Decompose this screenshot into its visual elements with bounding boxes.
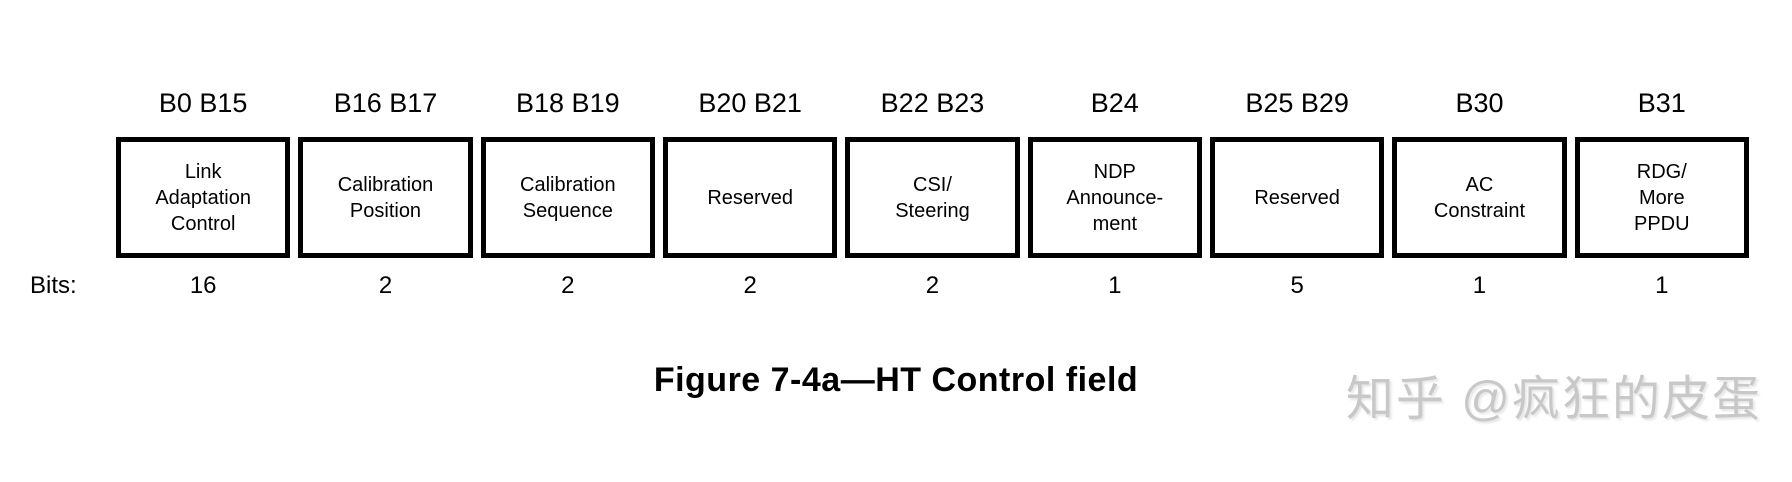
bit-range-label: B25 B29: [1245, 88, 1349, 118]
bit-width-value: 2: [561, 272, 575, 299]
field-name: Reserved: [707, 186, 793, 209]
bit-width-value: 1: [1472, 272, 1487, 299]
bit-range-label: B30: [1455, 88, 1504, 118]
field-column-ac-constraint: B30 AC Constraint 1: [1388, 78, 1570, 300]
field-cell: NDP Announce- ment: [1027, 137, 1202, 258]
field-name: Reserved: [1254, 186, 1340, 209]
field-column-csi-steering: B22 B23 CSI/ Steering 2: [841, 78, 1023, 300]
bit-range-label: B20 B21: [698, 88, 802, 118]
bit-width-value: 1: [1108, 272, 1122, 299]
field-column-reserved-1: B20 B21 Reserved 2: [659, 78, 841, 300]
zhihu-watermark: 知乎 @疯狂的皮蛋: [1345, 373, 1762, 426]
bit-range-label: B24: [1090, 88, 1139, 118]
bit-range-label: B16 B17: [333, 88, 438, 118]
figure-caption: Figure 7-4a—HT Control field: [653, 361, 1139, 399]
bit-width-value: 5: [1290, 272, 1304, 299]
bit-width-value: 1: [1655, 272, 1669, 299]
field-name: NDP Announce- ment: [1066, 160, 1164, 235]
field-cell: Calibration Sequence: [480, 137, 655, 258]
bit-width-value: 2: [925, 272, 940, 299]
field-column-ndp-announcement: B24 NDP Announce- ment 1: [1024, 78, 1206, 300]
field-name: Calibration Position: [337, 173, 434, 222]
field-column-rdg-more-ppdu: B31 RDG/ More PPDU 1: [1571, 78, 1753, 300]
field-name: Calibration Sequence: [520, 173, 616, 222]
field-name: RDG/ More PPDU: [1634, 160, 1690, 235]
field-column-reserved-2: B25 B29 Reserved 5: [1206, 78, 1388, 300]
field-cell: Reserved: [662, 137, 838, 258]
field-cell: Calibration Position: [298, 137, 473, 258]
bits-row-label: Bits:: [30, 272, 77, 299]
field-column-calibration-position: B16 B17 Calibration Position 2: [294, 78, 476, 300]
field-cell: Reserved: [1209, 137, 1385, 258]
field-cell: Link Adaptation Control: [116, 137, 291, 258]
bit-range-label: B18 B19: [516, 88, 620, 118]
field-name: Link Adaptation Control: [155, 160, 251, 235]
field-cell: CSI/ Steering: [845, 137, 1020, 258]
bit-range-label: B31: [1637, 88, 1686, 118]
field-cell: RDG/ More PPDU: [1574, 137, 1749, 258]
bit-width-value: 2: [743, 272, 757, 299]
field-cell: AC Constraint: [1392, 137, 1567, 258]
field-structure-table: B0 B15 Link Adaptation Control 16 B16 B1…: [112, 78, 1753, 300]
bit-range-label: B22 B23: [880, 88, 985, 118]
bit-range-label: B0 B15: [158, 88, 248, 118]
field-name: CSI/ Steering: [895, 173, 970, 222]
field-name: AC Constraint: [1433, 173, 1526, 222]
field-column-calibration-sequence: B18 B19 Calibration Sequence 2: [477, 78, 659, 300]
bit-width-value: 2: [378, 272, 393, 299]
field-column-link-adaptation-control: B0 B15 Link Adaptation Control 16: [112, 78, 294, 300]
bit-width-value: 16: [189, 272, 217, 299]
